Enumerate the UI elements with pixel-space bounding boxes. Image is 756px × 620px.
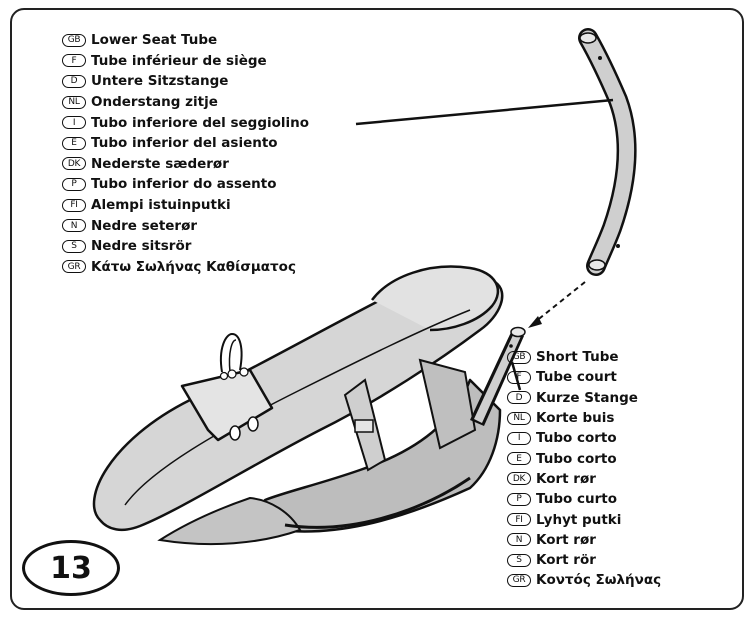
label-text: Tubo curto (536, 491, 617, 508)
short-tube-label: DK Kort rør (507, 469, 661, 489)
label-text: Nederste sæderør (91, 155, 229, 172)
label-text: Κάτω Σωλήνας Καθίσματος (91, 258, 296, 275)
label-text: Nedre sitsrör (91, 238, 192, 255)
language-code-badge: P (62, 177, 86, 191)
short-tube-label: P Tubo curto (507, 489, 661, 509)
label-text: Kort rør (536, 531, 596, 548)
lower-seat-tube-label: FI Alempi istuinputki (62, 195, 309, 216)
language-code-badge: E (507, 452, 531, 466)
short-tube-label: S Kort rör (507, 550, 661, 570)
label-text: Nedre seterør (91, 217, 198, 234)
language-code-badge: GB (507, 350, 531, 364)
label-text: Tubo inferior del asiento (91, 135, 278, 152)
lower-seat-tube-label: S Nedre sitsrör (62, 236, 309, 257)
label-text: Tube inférieur de siège (91, 52, 267, 69)
lower-seat-tube-label: NL Onderstang zitje (62, 92, 309, 113)
language-code-badge: FI (507, 513, 531, 527)
seat-body (92, 265, 504, 546)
lower-seat-tube-label: DK Nederste sæderør (62, 154, 309, 175)
language-code-badge: I (62, 116, 86, 130)
label-text: Short Tube (536, 349, 619, 366)
short-tube-label: GR Κοντός Σωλήνας (507, 570, 661, 590)
lower-seat-tube-label: F Tube inférieur de siège (62, 51, 309, 72)
language-code-badge: N (507, 533, 531, 547)
lower-seat-tube-label: E Tubo inferior del asiento (62, 133, 309, 154)
label-text: Tubo inferiore del seggiolino (91, 114, 310, 131)
label-text: Onderstang zitje (91, 94, 218, 111)
label-text: Tubo corto (536, 450, 617, 467)
short-tube-label: F Tube court (507, 367, 661, 387)
short-tube-label: D Kurze Stange (507, 388, 661, 408)
language-code-badge: S (62, 239, 86, 253)
language-code-badge: DK (507, 472, 531, 486)
short-tube-label: N Kort rør (507, 530, 661, 550)
label-text: Lyhyt putki (536, 511, 622, 528)
lower-seat-tube-label: N Nedre seterør (62, 215, 309, 236)
label-text: Tubo corto (536, 430, 617, 447)
language-code-badge: F (62, 54, 86, 68)
step-number: 13 (22, 540, 120, 596)
lower-seat-tube-label: GR Κάτω Σωλήνας Καθίσματος (62, 257, 309, 278)
language-code-badge: GR (507, 573, 531, 587)
illustration-frame (10, 8, 744, 610)
language-code-badge: NL (507, 411, 531, 425)
language-code-badge: D (507, 391, 531, 405)
language-code-badge: GR (62, 260, 86, 274)
language-code-badge: S (507, 553, 531, 567)
label-text: Kurze Stange (536, 389, 638, 406)
label-text: Kort rør (536, 470, 596, 487)
language-code-badge: E (62, 136, 86, 150)
label-text: Kort rör (536, 552, 596, 569)
language-code-badge: GB (62, 33, 86, 47)
lower-seat-tube-label: I Tubo inferiore del seggiolino (62, 112, 309, 133)
language-code-badge: I (507, 431, 531, 445)
short-tube-leader (510, 361, 522, 391)
lower-seat-tube (578, 28, 637, 276)
short-tube-label: NL Korte buis (507, 408, 661, 428)
insertion-arrow (528, 281, 586, 328)
language-code-badge: F (507, 370, 531, 384)
language-code-badge: P (507, 492, 531, 506)
language-code-badge: N (62, 219, 86, 233)
language-code-badge: FI (62, 198, 86, 212)
lower-seat-tube-label: D Untere Sitzstange (62, 71, 309, 92)
label-text: Tubo inferior do assento (91, 176, 277, 193)
label-text: Lower Seat Tube (91, 32, 218, 49)
language-code-badge: NL (62, 95, 86, 109)
short-tube-label: FI Lyhyt putki (507, 509, 661, 529)
language-code-badge: DK (62, 157, 86, 171)
lower-seat-tube-label: P Tubo inferior do assento (62, 174, 309, 195)
label-text: Κοντός Σωλήνας (536, 572, 662, 589)
lower-seat-tube-leader (355, 98, 614, 126)
short-tube-label: GB Short Tube (507, 347, 661, 367)
lower-seat-tube-label: GB Lower Seat Tube (62, 30, 309, 51)
label-text: Alempi istuinputki (91, 197, 231, 214)
short-tube-label: E Tubo corto (507, 448, 661, 468)
short-tube-label: I Tubo corto (507, 428, 661, 448)
label-text: Korte buis (536, 410, 615, 427)
label-text: Untere Sitzstange (91, 73, 229, 90)
label-text: Tube court (536, 369, 617, 386)
language-code-badge: D (62, 74, 86, 88)
